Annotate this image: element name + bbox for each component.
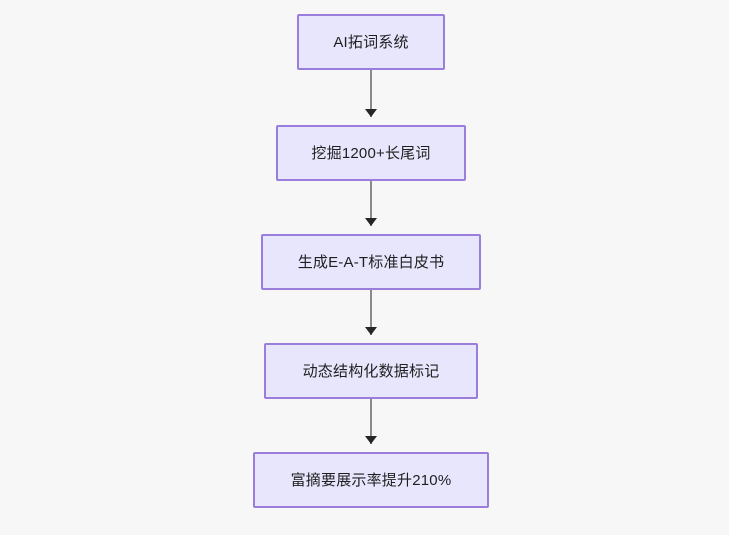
- flow-node-n2[interactable]: 挖掘1200+长尾词: [276, 125, 466, 181]
- flow-node-label: 富摘要展示率提升210%: [290, 471, 452, 489]
- flow-node-n1[interactable]: AI拓词系统: [297, 14, 445, 70]
- arrowhead-n1-n2: [365, 109, 377, 117]
- edge-n1-n2: [370, 70, 372, 117]
- flow-node-label: 生成E-A-T标准白皮书: [297, 253, 445, 271]
- flow-node-label: 动态结构化数据标记: [302, 362, 440, 380]
- arrowhead-n4-n5: [365, 436, 377, 444]
- arrowhead-n3-n4: [365, 327, 377, 335]
- edge-n4-n5: [370, 399, 372, 444]
- edge-n2-n3: [370, 181, 372, 226]
- flow-node-n4[interactable]: 动态结构化数据标记: [264, 343, 478, 399]
- flow-node-label: AI拓词系统: [333, 33, 409, 51]
- arrowhead-n2-n3: [365, 218, 377, 226]
- flow-node-label: 挖掘1200+长尾词: [311, 144, 431, 162]
- flow-node-n3[interactable]: 生成E-A-T标准白皮书: [261, 234, 481, 290]
- flow-node-n5[interactable]: 富摘要展示率提升210%: [253, 452, 489, 508]
- edge-n3-n4: [370, 290, 372, 335]
